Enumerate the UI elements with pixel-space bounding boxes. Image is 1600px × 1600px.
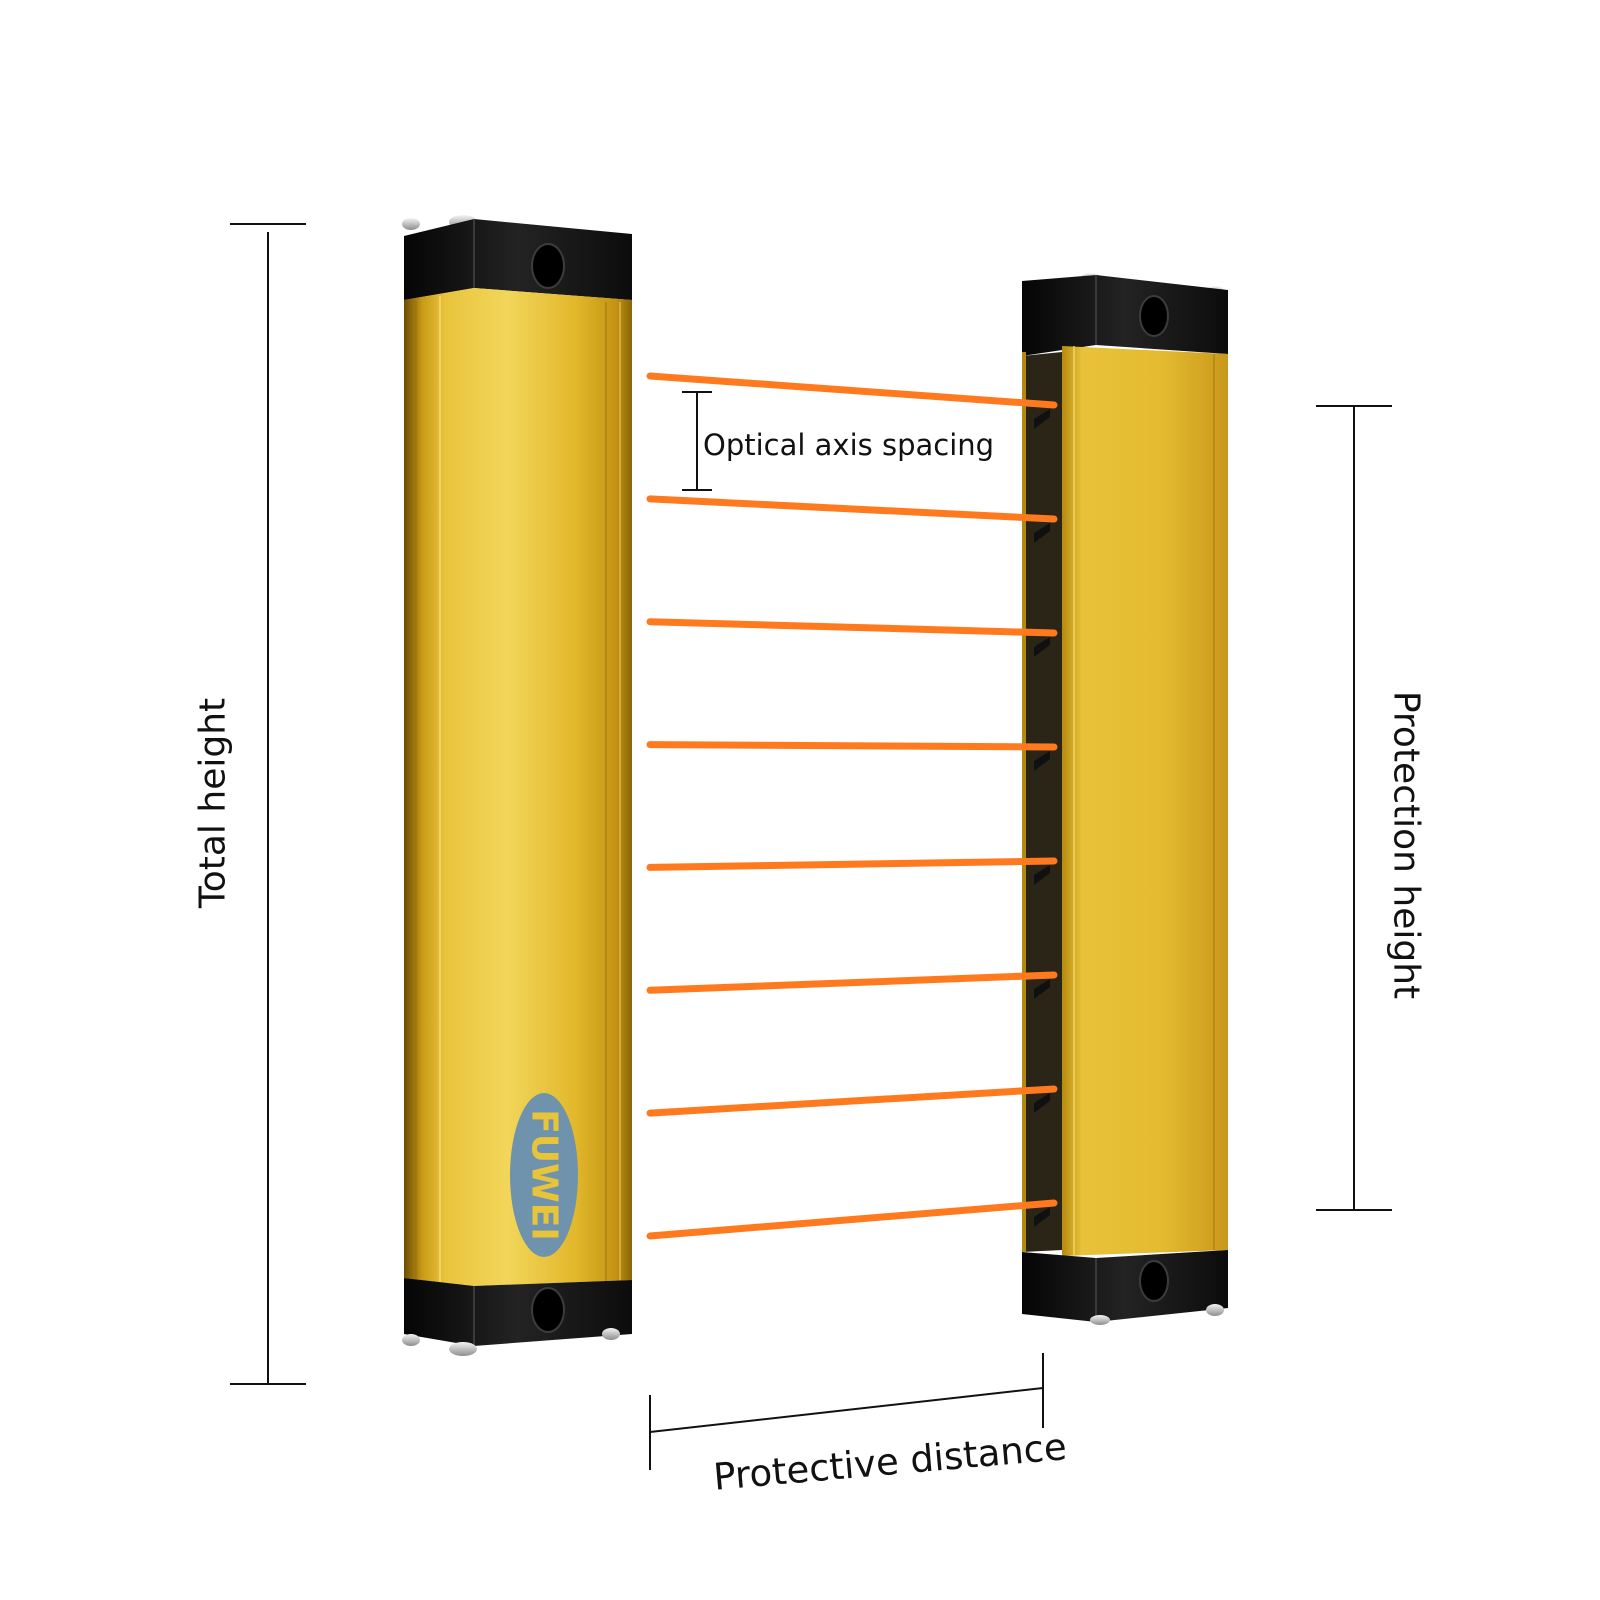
- screw-icon: [402, 218, 420, 230]
- light-beams: [646, 372, 1058, 1240]
- lens-slot-icon: [1034, 865, 1050, 885]
- mount-hole-icon: [531, 243, 565, 289]
- gold-housing: [1062, 346, 1228, 1256]
- optical-axis-spacing-dimension: Optical axis spacing: [682, 391, 994, 491]
- bottom-end-cap: [1022, 1250, 1228, 1322]
- protective-distance-label: Protective distance: [712, 1425, 1069, 1499]
- fuwei-logo: FUWEI: [510, 1093, 578, 1257]
- top-end-cap: [404, 219, 632, 300]
- top-end-cap: [1022, 275, 1228, 356]
- total-height-label: Total height: [193, 698, 234, 909]
- logo-text: FUWEI: [524, 1109, 565, 1241]
- screw-icon: [602, 1328, 620, 1340]
- protective-distance-dimension: Protective distance: [649, 1353, 1069, 1499]
- screw-icon: [449, 1342, 477, 1356]
- light-beam: [646, 857, 1058, 871]
- optical-axis-spacing-label: Optical axis spacing: [703, 428, 994, 462]
- lens-slot-icon: [1034, 523, 1050, 543]
- bottom-end-cap: [404, 1278, 632, 1346]
- lens-slot-icon: [1034, 409, 1050, 429]
- light-beam: [646, 971, 1058, 994]
- mount-hole-icon: [1139, 1260, 1169, 1302]
- light-beam: [646, 741, 1058, 751]
- screw-icon: [1206, 1304, 1224, 1316]
- light-beam: [646, 495, 1058, 523]
- protection-height-dimension: Protection height: [1316, 405, 1427, 1211]
- total-height-dimension: Total height: [193, 223, 306, 1385]
- light-beam: [646, 1199, 1058, 1240]
- emitter-unit: FUWEI: [402, 215, 632, 1356]
- mount-hole-icon: [531, 1287, 565, 1333]
- mount-hole-icon: [1139, 295, 1169, 337]
- lens-slot-icon: [1034, 1207, 1050, 1227]
- lens-window: [1022, 352, 1062, 1252]
- light-beam: [646, 1085, 1058, 1117]
- gold-housing: [404, 288, 632, 1286]
- lens-slot-icon: [1034, 1093, 1050, 1113]
- screw-icon: [402, 1334, 420, 1346]
- lens-slot-icon: [1034, 751, 1050, 771]
- light-beam: [646, 618, 1058, 637]
- lens-slot-icon: [1034, 637, 1050, 657]
- receiver-unit: [1022, 273, 1228, 1325]
- lens-slot-icon: [1034, 979, 1050, 999]
- light-beam: [646, 372, 1058, 409]
- protection-height-label: Protection height: [1386, 691, 1427, 999]
- screw-icon: [1090, 1315, 1110, 1325]
